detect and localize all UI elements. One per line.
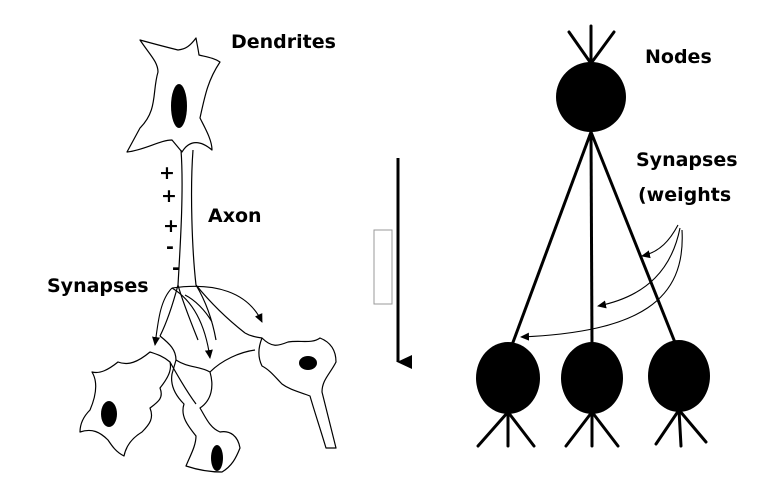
axon-branches: [177, 284, 217, 341]
synapses-label-left: Synapses: [47, 275, 149, 297]
charge-sign: -: [172, 257, 180, 279]
charge-sign: +: [161, 185, 177, 207]
axon: [159, 149, 246, 337]
output-lines-bottom: [476, 408, 708, 448]
lower-left-cell: [79, 351, 172, 457]
top-node: [556, 62, 626, 132]
right-nucleus: [299, 356, 317, 370]
middle-lower-cell: [171, 359, 241, 473]
placeholder-box: [373, 229, 393, 305]
dendrites-label: Dendrites: [231, 31, 336, 53]
bottom-node-right: [648, 340, 710, 412]
bottom-node-left: [476, 342, 540, 414]
axon-label: Axon: [208, 205, 262, 227]
bottom-node-middle: [561, 342, 623, 414]
tissue-connectors: [159, 332, 263, 405]
nodes-label: Nodes: [645, 46, 712, 68]
biological-neuron: [79, 37, 337, 473]
charge-sign: +: [163, 215, 179, 237]
top-cell-body: [126, 37, 221, 153]
bottom-nucleus: [211, 445, 223, 471]
right-cell: [258, 337, 337, 449]
charge-sign: -: [166, 236, 174, 258]
synapse-arrows-left: [152, 285, 263, 359]
input-lines-top: [567, 24, 616, 64]
weights-label: (weights: [638, 184, 731, 206]
charge-sign: +: [159, 162, 175, 184]
weight-arrows: [520, 224, 683, 341]
connections: [510, 131, 678, 346]
synapses-label-right: Synapses: [636, 149, 738, 171]
lower-left-nucleus: [101, 401, 117, 427]
top-nucleus: [171, 84, 187, 128]
